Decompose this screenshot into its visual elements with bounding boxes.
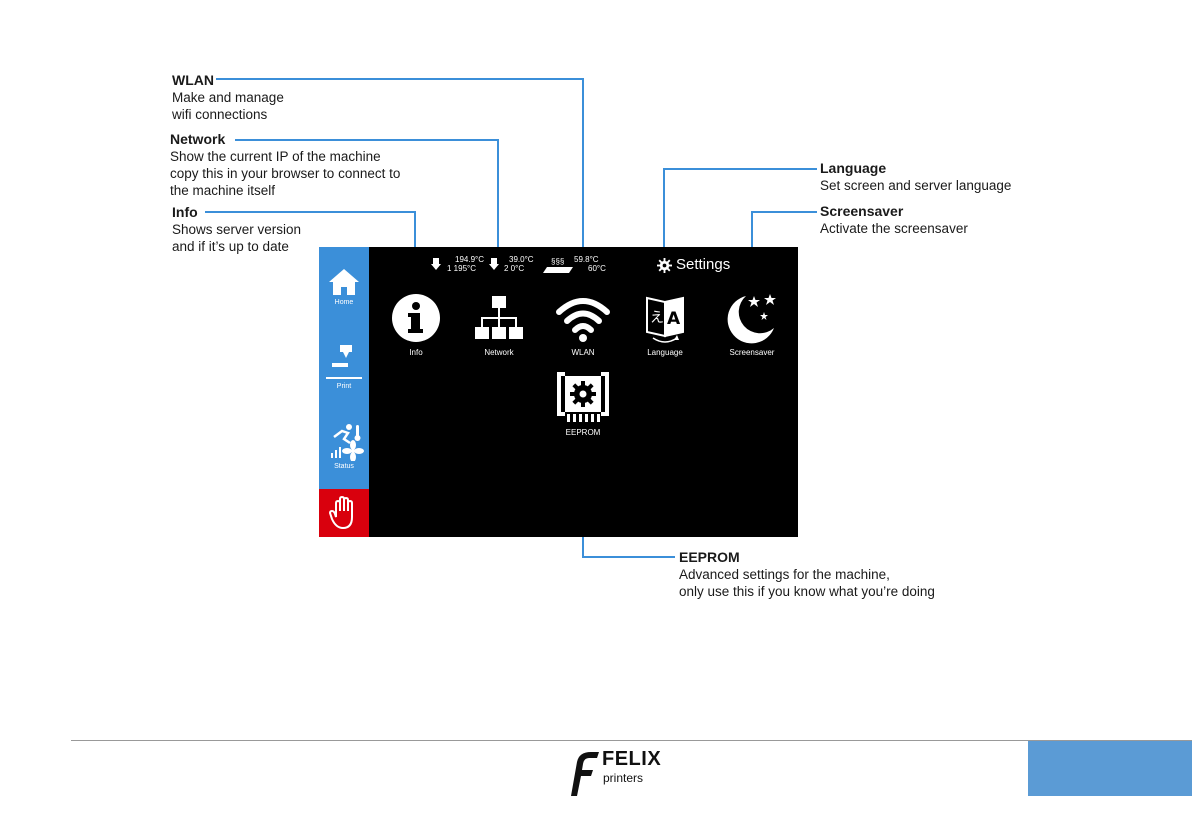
extruder-2-temp: 39.0°C 2 0°C <box>504 255 534 273</box>
page-title: Settings <box>676 256 731 273</box>
extruder-2-icon <box>489 258 499 270</box>
sidebar-item-home-label: Home <box>334 299 354 306</box>
callout-eeprom-title: EEPROM <box>679 549 740 565</box>
settings-eeprom-button[interactable]: EEPROM <box>543 372 623 437</box>
svg-text:A: A <box>667 309 681 329</box>
moon-stars-icon <box>727 294 776 344</box>
eeprom-chip-icon <box>557 372 609 422</box>
callout-info-title: Info <box>172 204 198 220</box>
callout-network-title: Network <box>170 131 226 147</box>
sidebar-item-print-label: Print <box>336 383 352 390</box>
callout-wlan-title: WLAN <box>172 72 214 88</box>
bed-current: 59.8°C <box>574 255 599 264</box>
callout-info-line-2: and if it’s up to date <box>172 239 289 254</box>
settings-language-button[interactable]: え A Language <box>625 292 705 357</box>
extruder-2-current: 39.0°C <box>509 255 534 264</box>
info-icon <box>392 294 440 342</box>
callout-info: Info Shows server version and if it’s up… <box>172 204 301 255</box>
callout-wlan: WLAN Make and manage wifi connections <box>172 72 284 123</box>
settings-language-label: Language <box>647 348 683 357</box>
callout-network-line-1: Show the current IP of the machine <box>170 149 381 164</box>
callout-wlan-line-1: Make and manage <box>172 90 284 105</box>
callout-language-line-1: Set screen and server language <box>820 178 1012 193</box>
printer-screen: Home Print <box>319 247 798 537</box>
sidebar-item-home[interactable]: Home <box>319 267 369 306</box>
settings-network-label: Network <box>484 348 514 357</box>
felix-brand-text: FELIX <box>602 748 662 770</box>
settings-screensaver-label: Screensaver <box>729 348 775 357</box>
callout-eeprom: EEPROM Advanced settings for the machine… <box>679 549 935 600</box>
callout-network-line-3: the machine itself <box>170 183 276 198</box>
settings-info-button[interactable]: Info <box>376 292 456 357</box>
language-icon: え A <box>646 296 684 343</box>
status-bar: 194.9°C 1 195°C 39.0°C 2 0°C §§§ 59.8°C … <box>369 247 798 279</box>
felix-logo: FELIX printers <box>569 748 679 800</box>
callout-wlan-line-2: wifi connections <box>172 107 268 122</box>
bed-heat-symbol: §§§ <box>551 257 565 266</box>
extruder-1-icon <box>431 258 441 270</box>
settings-network-button[interactable]: Network <box>459 292 539 357</box>
felix-logo-mark <box>571 752 599 796</box>
sidebar-item-status[interactable]: Status <box>319 423 369 470</box>
home-icon <box>329 269 359 295</box>
wifi-icon <box>556 298 610 342</box>
footer-divider <box>71 740 1192 741</box>
sidebar-item-print[interactable]: Print <box>319 345 369 390</box>
extruder-2-target: 2 0°C <box>504 264 525 273</box>
settings-wlan-button[interactable]: WLAN <box>543 292 623 357</box>
callout-language: Language Set screen and server language <box>820 160 1011 194</box>
callout-screensaver-title: Screensaver <box>820 203 904 219</box>
bed-target: 60°C <box>588 264 606 273</box>
settings-screensaver-button[interactable]: Screensaver <box>712 292 792 357</box>
settings-info-label: Info <box>409 348 423 357</box>
network-icon <box>475 296 523 339</box>
callout-info-line-1: Shows server version <box>172 222 302 237</box>
svg-text:え: え <box>650 310 664 326</box>
footer-color-box <box>1028 741 1192 796</box>
callout-screensaver: Screensaver Activate the screensaver <box>820 203 968 237</box>
callout-eeprom-line-1: Advanced settings for the machine, <box>679 567 890 582</box>
settings-wlan-label: WLAN <box>571 348 595 357</box>
print-icon <box>326 345 362 379</box>
callout-language-title: Language <box>820 160 887 176</box>
callout-network-line-2: copy this in your browser to connect to <box>170 166 401 181</box>
emergency-stop-button[interactable] <box>319 489 369 537</box>
sidebar: Home Print <box>319 247 369 537</box>
hand-stop-icon <box>328 495 353 530</box>
felix-sub-text: printers <box>603 771 644 785</box>
settings-eeprom-label: EEPROM <box>565 428 601 437</box>
bed-temp: 59.8°C 60°C <box>574 255 606 273</box>
bed-icon <box>543 267 573 273</box>
gear-icon <box>657 258 672 273</box>
callout-network: Network Show the current IP of the machi… <box>170 131 400 199</box>
callout-screensaver-line-1: Activate the screensaver <box>820 221 968 236</box>
sidebar-item-status-label: Status <box>334 463 354 470</box>
extruder-1-current: 194.9°C <box>455 255 484 264</box>
status-icon <box>331 424 364 461</box>
extruder-1-target: 1 195°C <box>447 264 476 273</box>
callout-eeprom-line-2: only use this if you know what you’re do… <box>679 584 935 599</box>
extruder-1-temp: 194.9°C 1 195°C <box>447 255 484 273</box>
